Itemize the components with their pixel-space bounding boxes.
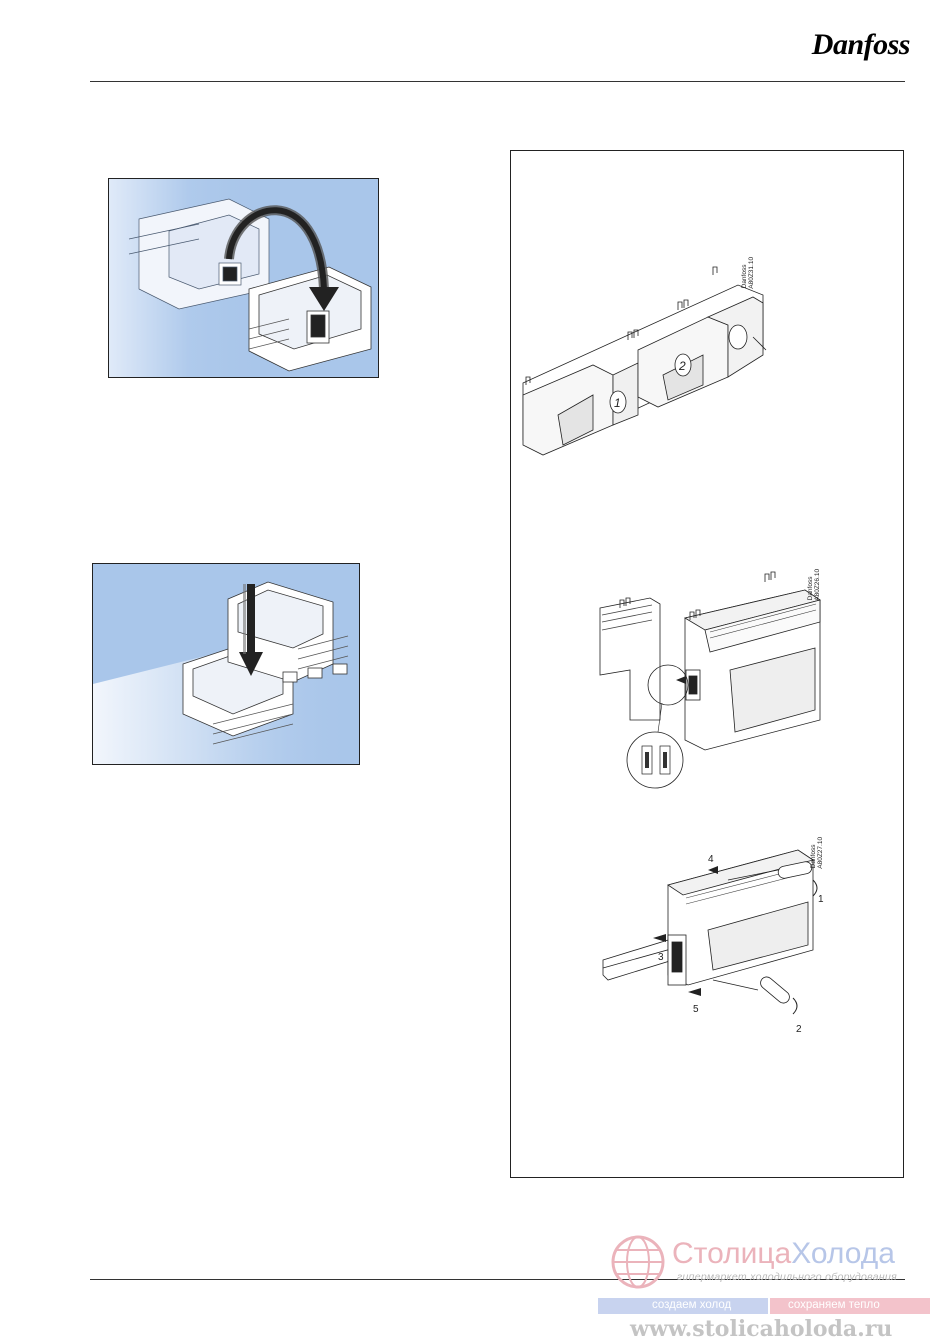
header-rule [90,81,905,82]
watermark-tagline: гипермаркет холодильного оборудования [677,1271,897,1283]
step-label-4: 4 [708,854,714,865]
watermark-brand: СтолицаХолода [672,1237,895,1271]
drawing-code-1: Danfoss A80Z31.10 [734,257,755,292]
diagram-module-connection [590,570,830,795]
drawing-code-3: Danfoss A80Z27.10 [803,837,824,872]
step-label-1: 1 [818,894,824,905]
modules-assembly-drawing: 1 2 [518,255,768,470]
globe-icon [610,1234,666,1290]
watermark-url: www.stolicaholoda.ru [630,1316,892,1342]
step-label-3: 3 [658,952,664,963]
step-label-5: 5 [693,1004,699,1015]
watermark-slogan-right: сохраняем тепло [788,1299,880,1311]
step-label-2: 2 [796,1024,802,1035]
module-mounting-illustration-1 [108,178,379,378]
module-mounting-illustration-2 [92,563,360,765]
diagram-modules-assembly: 1 2 [518,255,768,470]
module-label-1: 1 [614,396,621,410]
module-label-2: 2 [678,359,686,373]
module-connection-drawing [590,570,830,795]
drawing-code-2: Danfoss A80Z26.10 [800,569,821,604]
danfoss-logo: Danfoss [812,28,910,62]
watermark-slogan-left: создаем холод [652,1299,731,1311]
diagram-module-removal: 1 2 3 4 5 [598,840,838,1040]
module-removal-drawing: 1 2 3 4 5 [598,840,838,1040]
